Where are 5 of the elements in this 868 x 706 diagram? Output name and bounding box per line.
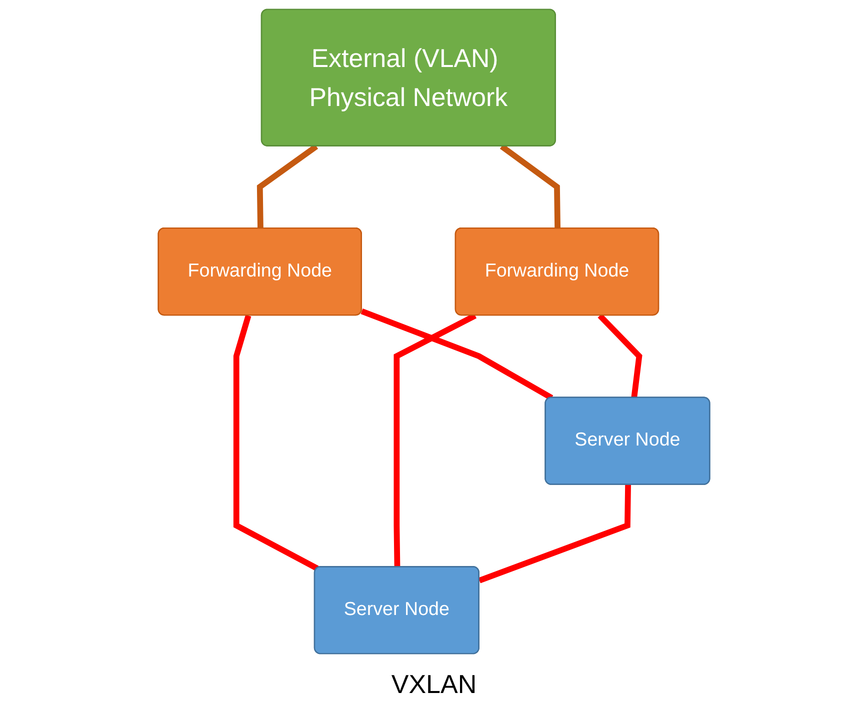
connector — [478, 484, 631, 584]
network-label: VXLAN — [391, 669, 477, 699]
connector — [360, 308, 554, 400]
connector — [233, 314, 319, 572]
connector — [598, 314, 642, 398]
